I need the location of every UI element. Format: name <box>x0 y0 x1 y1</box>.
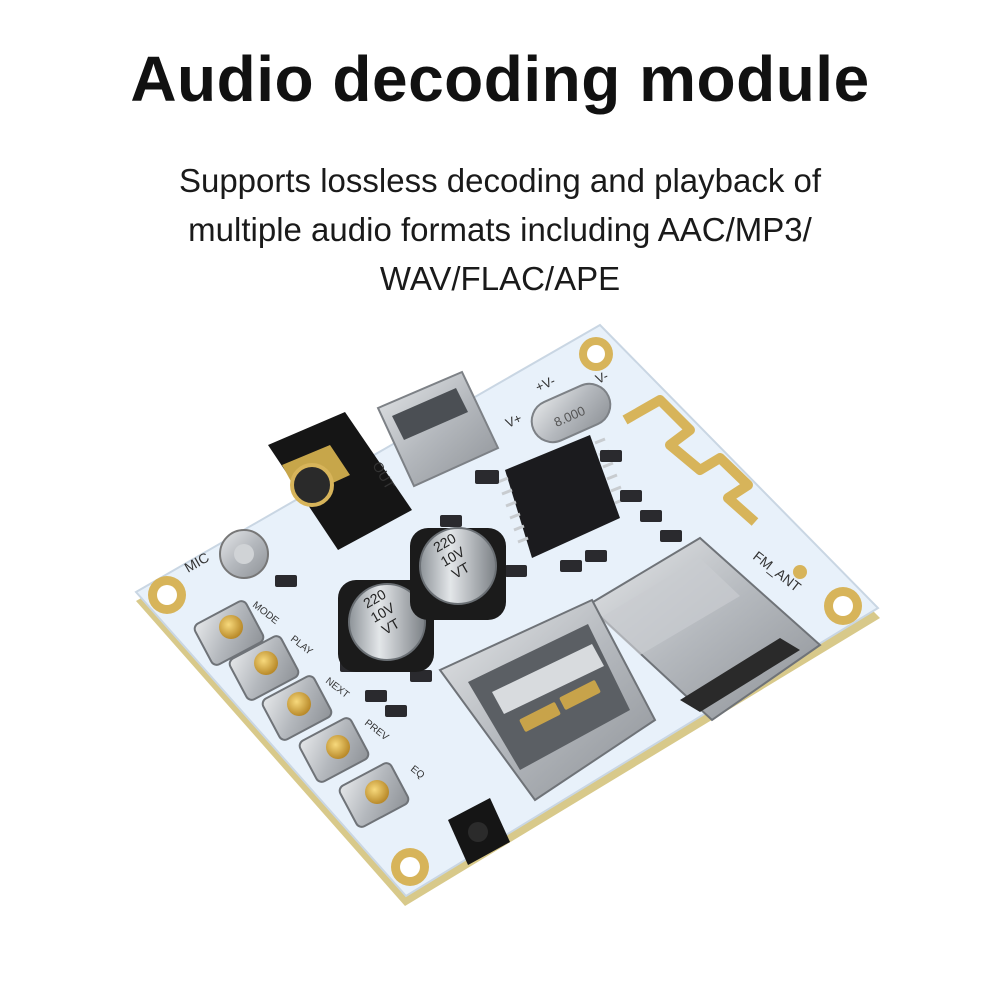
product-photo: 8.000 <box>0 300 1000 1000</box>
label-v-minus: V- <box>593 368 610 387</box>
mounting-holes <box>148 337 862 886</box>
pcb-illustration: 8.000 <box>134 323 880 906</box>
page-subtitle: Supports lossless decoding and playback … <box>90 156 910 303</box>
capacitor-right: 220 10V VT <box>410 527 506 620</box>
button-mode[interactable] <box>193 599 266 667</box>
page-title: Audio decoding module <box>130 43 870 115</box>
capacitor-left: 220 10V VT <box>338 580 434 672</box>
crystal-oscillator: 8.000 <box>530 382 612 444</box>
ir-receiver <box>448 798 510 865</box>
label-polarity: +V- <box>533 373 557 395</box>
audio-jack <box>268 412 412 550</box>
cap-right-line3: VT <box>449 559 473 582</box>
button-prev[interactable] <box>298 716 371 784</box>
subtitle-line-2: multiple audio formats including AAC/MP3… <box>188 211 812 248</box>
button-eq[interactable] <box>338 761 411 829</box>
sd-card-slot <box>586 536 822 722</box>
subtitle-line-3: WAV/FLAC/APE <box>379 260 621 297</box>
bt-antenna-trace <box>622 395 759 526</box>
cap-left-line3: VT <box>379 615 403 638</box>
microphone <box>219 529 269 579</box>
usb-a-port <box>438 598 657 802</box>
fm-ant-pad <box>793 565 807 579</box>
label-v-plus: V+ <box>503 410 524 430</box>
usb-c-port <box>376 370 500 488</box>
subtitle-line-1: Supports lossless decoding and playback … <box>178 162 822 199</box>
button-play[interactable] <box>228 634 301 702</box>
button-next[interactable] <box>261 674 334 742</box>
